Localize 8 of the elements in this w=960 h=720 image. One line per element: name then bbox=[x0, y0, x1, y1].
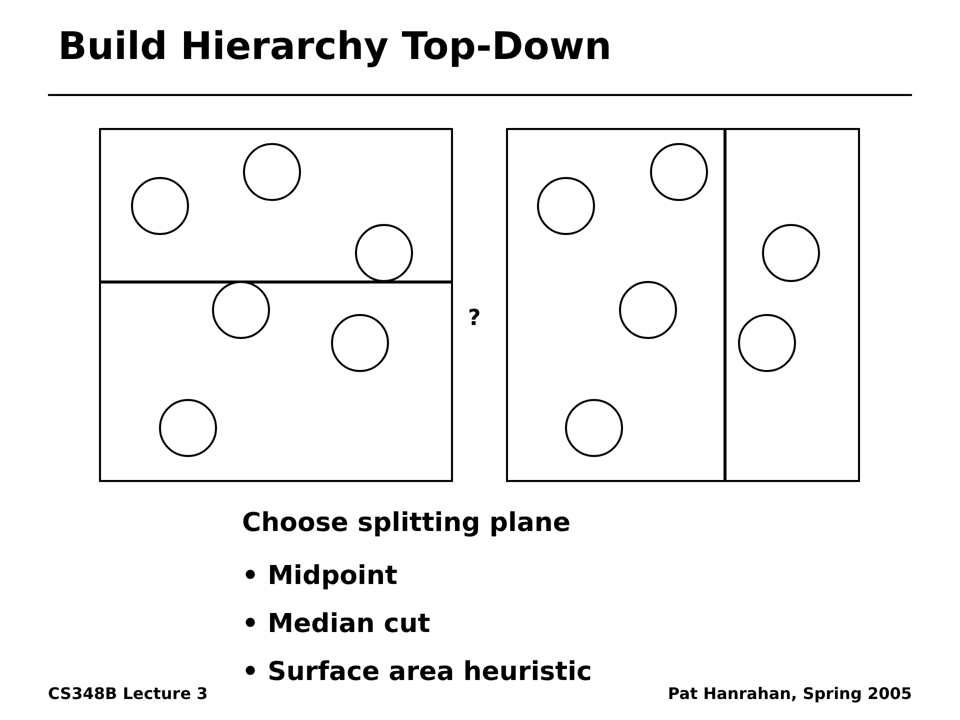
footer-text: Pat Hanrahan, Spring 2005 bbox=[668, 684, 912, 703]
bullet-item: • Midpoint bbox=[242, 560, 398, 593]
bullet-heading: Choose splitting plane bbox=[242, 508, 571, 538]
bullet-item: • Surface area heuristic bbox=[242, 656, 592, 689]
footer-text: CS348B Lecture 3 bbox=[48, 684, 208, 703]
slide-title: Build Hierarchy Top-Down bbox=[58, 24, 612, 68]
bullet-item: • Median cut bbox=[242, 608, 432, 641]
question-mark: ? bbox=[468, 306, 481, 331]
